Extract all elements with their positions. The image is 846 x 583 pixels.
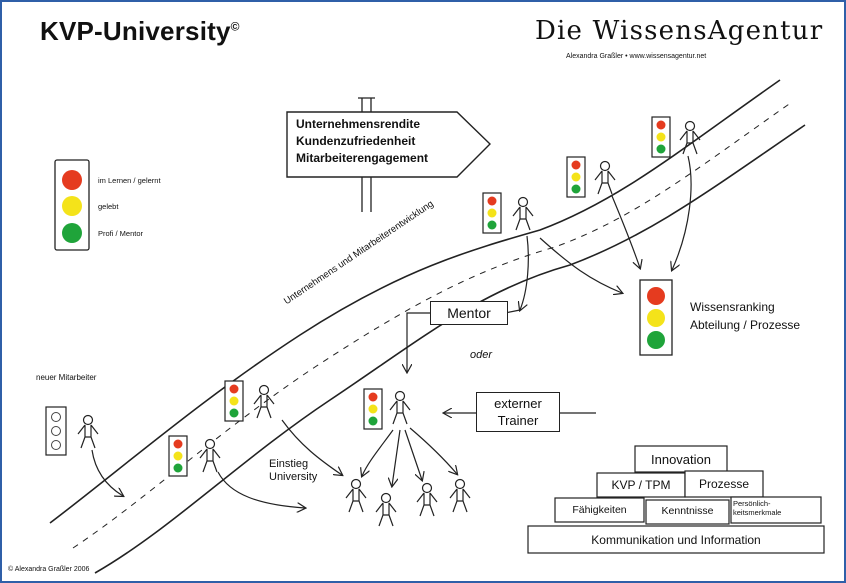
new-employee-label: neuer Mitarbeiter xyxy=(36,373,97,382)
legend-red-label: im Lernen / gelernt xyxy=(98,176,161,185)
person-icon xyxy=(375,492,397,527)
pyramid-innovation: Innovation xyxy=(651,452,711,467)
traffic-light-center xyxy=(363,388,383,430)
pyramid-kenntnisse: Kenntnisse xyxy=(661,505,714,517)
person-icon xyxy=(594,160,616,195)
pyramid-kommunikation: Kommunikation und Information xyxy=(591,533,761,547)
traffic-light-3 xyxy=(482,192,502,234)
oder-label: oder xyxy=(470,349,493,361)
traffic-light-ranking xyxy=(639,279,673,356)
einstieg-label: Einstieg University xyxy=(269,458,317,484)
signpost-line: Mitarbeiterengagement xyxy=(296,151,429,165)
traffic-light-5 xyxy=(651,116,671,158)
brand-name: Die WissensAgentur xyxy=(535,16,824,46)
road-edge-top xyxy=(49,79,781,524)
wissensranking-label: Wissensranking xyxy=(690,300,775,314)
legend-green-label: Profi / Mentor xyxy=(98,229,144,238)
person-icon xyxy=(512,196,534,231)
signpost-line: Kundenzufriedenheit xyxy=(296,134,416,148)
person-icon xyxy=(199,438,221,473)
person-icon xyxy=(389,390,411,425)
einstieg-line: Einstieg xyxy=(269,458,309,470)
pyramid-persoenlichkeit: Persönlich- keitsmerkmale xyxy=(733,499,781,517)
legend-traffic-light xyxy=(54,159,90,251)
traffic-light-4 xyxy=(566,156,586,198)
pyramid-shapes xyxy=(527,445,825,554)
traffic-light-1 xyxy=(168,435,188,477)
copyright-label: © Alexandra Graßler 2006 xyxy=(8,566,90,573)
external-trainer-line: Trainer xyxy=(497,413,539,428)
person-icon xyxy=(77,414,99,449)
page-title: KVP-University© xyxy=(40,16,240,46)
signpost xyxy=(286,97,491,212)
pyramid-persoenlichkeit-line: Persönlich- xyxy=(733,499,771,508)
abteilung-label: Abteilung / Prozesse xyxy=(690,318,801,332)
einstieg-line: University xyxy=(269,471,318,483)
person-icon xyxy=(345,478,367,513)
person-icon xyxy=(416,482,438,517)
brand-subtitle: Alexandra Graßler • www.wissensagentur.n… xyxy=(566,53,707,60)
external-trainer-box: externer Trainer xyxy=(476,392,560,432)
person-icon xyxy=(253,384,275,419)
signpost-line: Unternehmensrendite xyxy=(296,117,421,131)
traffic-light-new xyxy=(45,406,67,456)
traffic-light-2 xyxy=(224,380,244,422)
pyramid-kvp: KVP / TPM xyxy=(611,478,671,492)
pyramid-persoenlichkeit-line: keitsmerkmale xyxy=(733,508,782,517)
external-trainer-line: externer xyxy=(494,396,542,411)
signpost-text: Unternehmensrendite Kundenzufriedenheit … xyxy=(296,116,428,167)
person-icon xyxy=(449,478,471,513)
mentor-box: Mentor xyxy=(430,301,508,325)
legend-yellow-label: gelebt xyxy=(98,202,119,211)
pyramid-prozesse: Prozesse xyxy=(698,477,750,491)
pyramid-faehigkeiten: Fähigkeiten xyxy=(572,504,627,516)
